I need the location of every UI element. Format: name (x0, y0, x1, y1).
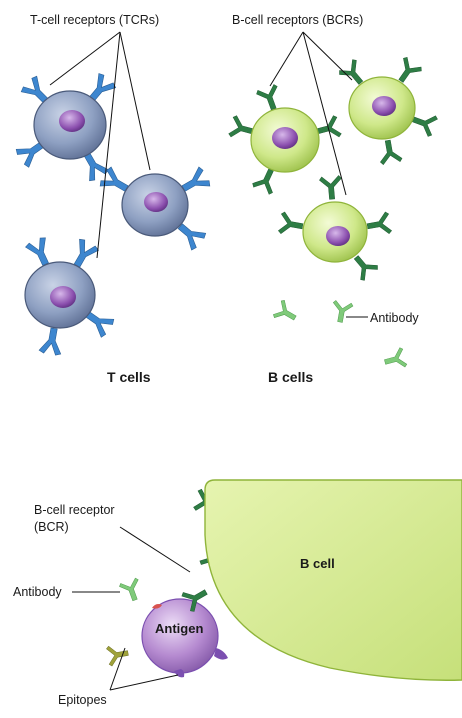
free-antibody-2 (329, 299, 354, 324)
label-bcr-single-2: (BCR) (34, 520, 69, 534)
b-cells-group (227, 55, 439, 283)
label-tcr: T-cell receptors (TCRs) (30, 13, 159, 27)
free-antibody-3 (382, 346, 408, 372)
label-b-cell: B cell (300, 556, 335, 571)
label-bcr-single-1: B-cell receptor (34, 503, 115, 517)
label-antigen: Antigen (155, 621, 203, 636)
b-cell-3 (277, 175, 393, 283)
leader-lines-top (49, 31, 368, 318)
free-antibody-1 (271, 298, 301, 327)
label-t-cells: T cells (107, 369, 151, 385)
antigen: Antigen (141, 598, 228, 678)
gold-antibody (106, 645, 129, 667)
t-cell-1 (14, 71, 118, 183)
label-epitopes: Epitopes (58, 693, 107, 707)
free-antibodies-top (271, 298, 408, 372)
large-b-cell: B cell (192, 479, 462, 681)
label-bcr: B-cell receptors (BCRs) (232, 13, 363, 27)
label-b-cells: B cells (268, 369, 313, 385)
free-antibody-bottom (118, 577, 145, 604)
t-cell-3 (24, 235, 116, 357)
epitope-right (214, 648, 228, 660)
b-cell-1 (227, 83, 343, 196)
label-antibody-top: Antibody (370, 311, 419, 325)
label-antibody-bottom: Antibody (13, 585, 62, 599)
epitope-bottom (174, 669, 185, 678)
epitope-red (152, 604, 162, 609)
leader-lines-bottom (72, 526, 191, 691)
t-cells-group (14, 71, 212, 357)
b-cell-2 (337, 55, 439, 166)
t-cell-2 (98, 165, 212, 252)
